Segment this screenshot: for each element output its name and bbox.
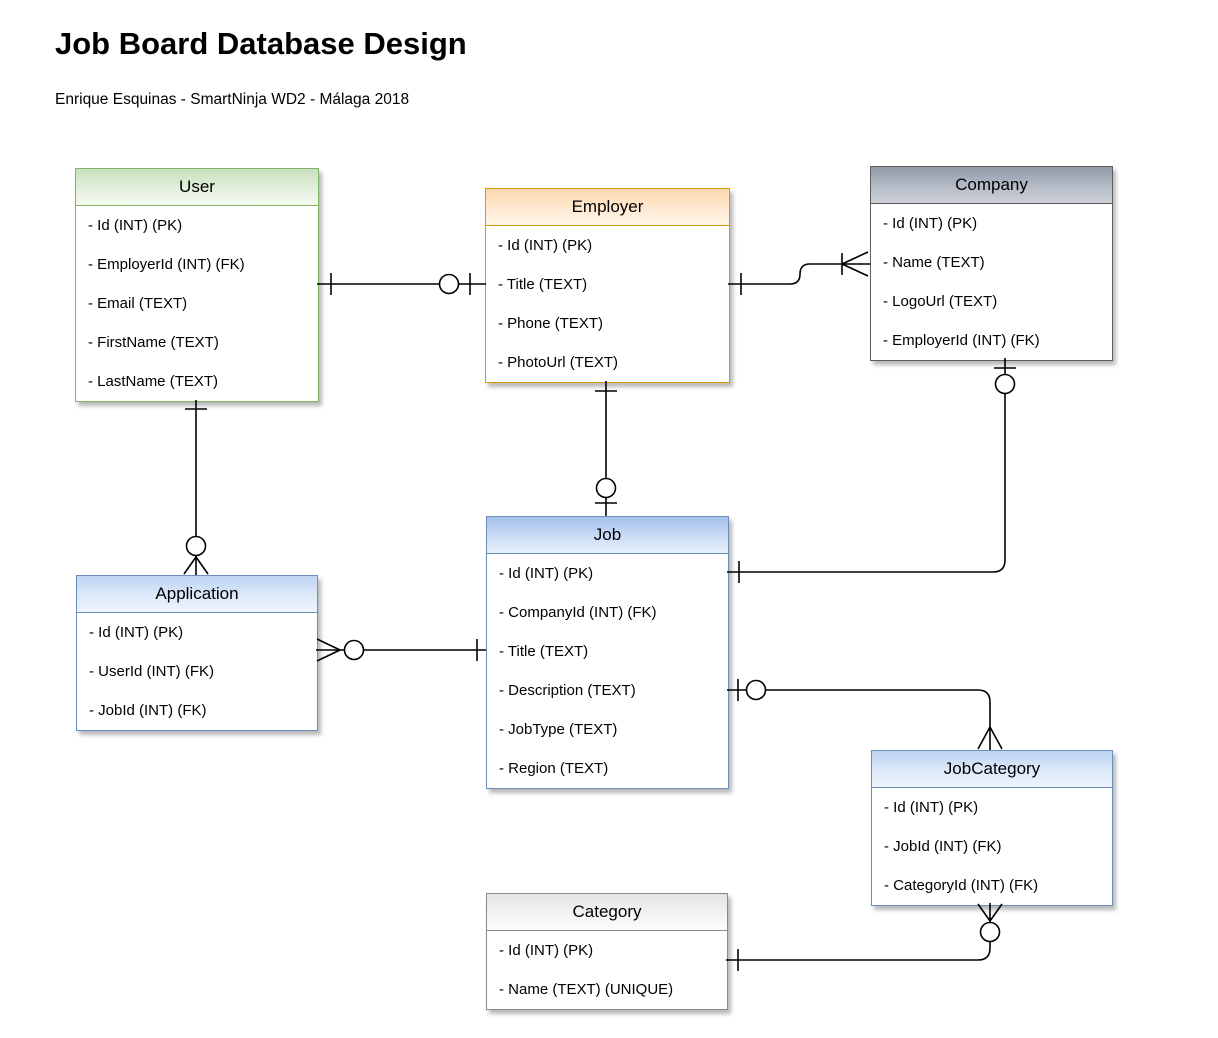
field-row: - Id (INT) (PK): [884, 799, 979, 816]
field-row: - Name (TEXT) (UNIQUE): [499, 981, 674, 998]
connector-jobcategory-category: [726, 903, 1003, 971]
field-row: - PhotoUrl (TEXT): [498, 354, 619, 371]
entity-title: Company: [871, 167, 1112, 204]
entity-job[interactable]: Job - Id (INT) (PK) - CompanyId (INT) (F…: [486, 516, 729, 789]
field-row: - LogoUrl (TEXT): [883, 293, 998, 310]
page-title: Job Board Database Design: [55, 26, 467, 61]
entity-title: Application: [77, 576, 317, 613]
entity-employer[interactable]: Employer - Id (INT) (PK) - Title (TEXT) …: [485, 188, 730, 383]
page-subtitle: Enrique Esquinas - SmartNinja WD2 - Mála…: [55, 91, 410, 108]
field-row: - UserId (INT) (FK): [89, 663, 214, 680]
field-row: - CategoryId (INT) (FK): [884, 877, 1039, 894]
field-row: - LastName (TEXT): [88, 373, 219, 390]
entity-title: User: [76, 169, 318, 206]
entity-jobcategory[interactable]: JobCategory - Id (INT) (PK) - JobId (INT…: [871, 750, 1113, 906]
field-row: - Id (INT) (PK): [883, 215, 978, 232]
field-row: - Id (INT) (PK): [89, 624, 184, 641]
field-row: - FirstName (TEXT): [88, 334, 219, 351]
entity-application[interactable]: Application - Id (INT) (PK) - UserId (IN…: [76, 575, 318, 731]
field-row: - EmployerId (INT) (FK): [88, 256, 245, 273]
field-row: - JobId (INT) (FK): [884, 838, 1002, 855]
entity-user[interactable]: User - Id (INT) (PK) - EmployerId (INT) …: [75, 168, 319, 402]
field-row: - Name (TEXT): [883, 254, 985, 271]
field-row: - Phone (TEXT): [498, 315, 604, 332]
field-row: - Email (TEXT): [88, 295, 188, 312]
field-row: - Id (INT) (PK): [88, 217, 183, 234]
field-row: - Id (INT) (PK): [499, 942, 594, 959]
entity-title: Job: [487, 517, 728, 554]
field-row: - EmployerId (INT) (FK): [883, 332, 1040, 349]
field-row: - Description (TEXT): [499, 682, 636, 699]
field-row: - Title (TEXT): [498, 276, 588, 293]
connector-job-jobcategory: [727, 679, 1003, 750]
field-row: - JobId (INT) (FK): [89, 702, 207, 719]
field-row: - Title (TEXT): [499, 643, 589, 660]
field-row: - Id (INT) (PK): [499, 565, 594, 582]
field-row: - CompanyId (INT) (FK): [499, 604, 657, 621]
field-row: - Id (INT) (PK): [498, 237, 593, 254]
entity-title: JobCategory: [872, 751, 1112, 788]
field-row: - Region (TEXT): [499, 760, 609, 777]
entity-category[interactable]: Category - Id (INT) (PK) - Name (TEXT) (…: [486, 893, 728, 1010]
connector-employer-company: [728, 251, 870, 295]
connector-user-application: [183, 400, 209, 575]
entity-company[interactable]: Company - Id (INT) (PK) - Name (TEXT) - …: [870, 166, 1113, 361]
connector-user-employer: [317, 273, 486, 295]
entity-title: Employer: [486, 189, 729, 226]
entity-title: Category: [487, 894, 727, 931]
connector-job-company: [727, 358, 1016, 583]
field-row: - JobType (TEXT): [499, 721, 618, 738]
connector-application-job: [316, 638, 486, 662]
connector-employer-job: [595, 381, 617, 516]
